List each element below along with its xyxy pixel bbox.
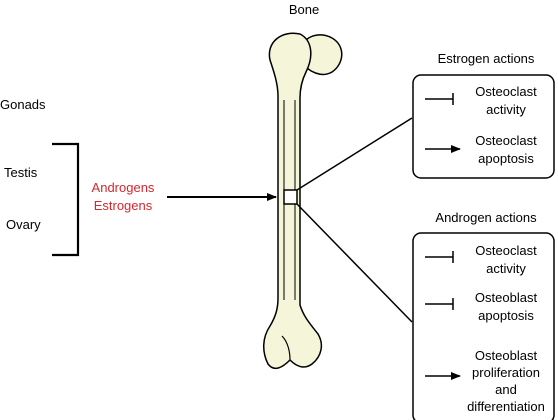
estrogen-action-label: apoptosis: [478, 151, 534, 166]
zoom-line-estrogen: [296, 117, 413, 191]
androgen-action-label: Osteoblast: [475, 348, 538, 363]
gonad-ovary: Ovary: [6, 217, 41, 232]
androgen-action-item: Osteoblast apoptosis: [425, 290, 537, 323]
zoom-line-androgen: [296, 203, 413, 323]
estrogen-action-item: Osteoclast activity: [425, 84, 537, 117]
estrogen-action-label: activity: [486, 102, 526, 117]
androgen-action-item: Osteoblast proliferation and differentia…: [425, 348, 545, 414]
gonads-title: Gonads: [0, 97, 46, 112]
androgen-actions-title: Androgen actions: [435, 210, 537, 225]
androgen-action-label: proliferation: [472, 365, 540, 380]
androgen-action-label: activity: [486, 261, 526, 276]
androgen-actions-box: [412, 232, 555, 420]
androgen-action-label: Osteoblast: [475, 290, 538, 305]
bone-illustration: [263, 32, 343, 370]
bone-title: Bone: [289, 2, 319, 17]
androgen-action-label: apoptosis: [478, 308, 534, 323]
androgen-action-label: Osteoclast: [475, 243, 537, 258]
hormone-estrogens: Estrogens: [94, 198, 153, 213]
androgen-action-label: differentiation: [467, 399, 545, 414]
gonad-testis: Testis: [4, 165, 38, 180]
estrogen-action-label: Osteoclast: [475, 84, 537, 99]
gonads-bracket: [52, 142, 80, 257]
estrogen-action-label: Osteoclast: [475, 133, 537, 148]
estrogen-action-item: Osteoclast apoptosis: [425, 133, 537, 166]
androgen-action-label: and: [495, 382, 517, 397]
estrogen-actions-box: [412, 74, 555, 179]
estrogen-actions-title: Estrogen actions: [438, 51, 535, 66]
bone-sample-square: [283, 189, 298, 205]
androgen-action-item: Osteoclast activity: [425, 243, 537, 276]
hormone-androgens: Androgens: [92, 180, 155, 195]
